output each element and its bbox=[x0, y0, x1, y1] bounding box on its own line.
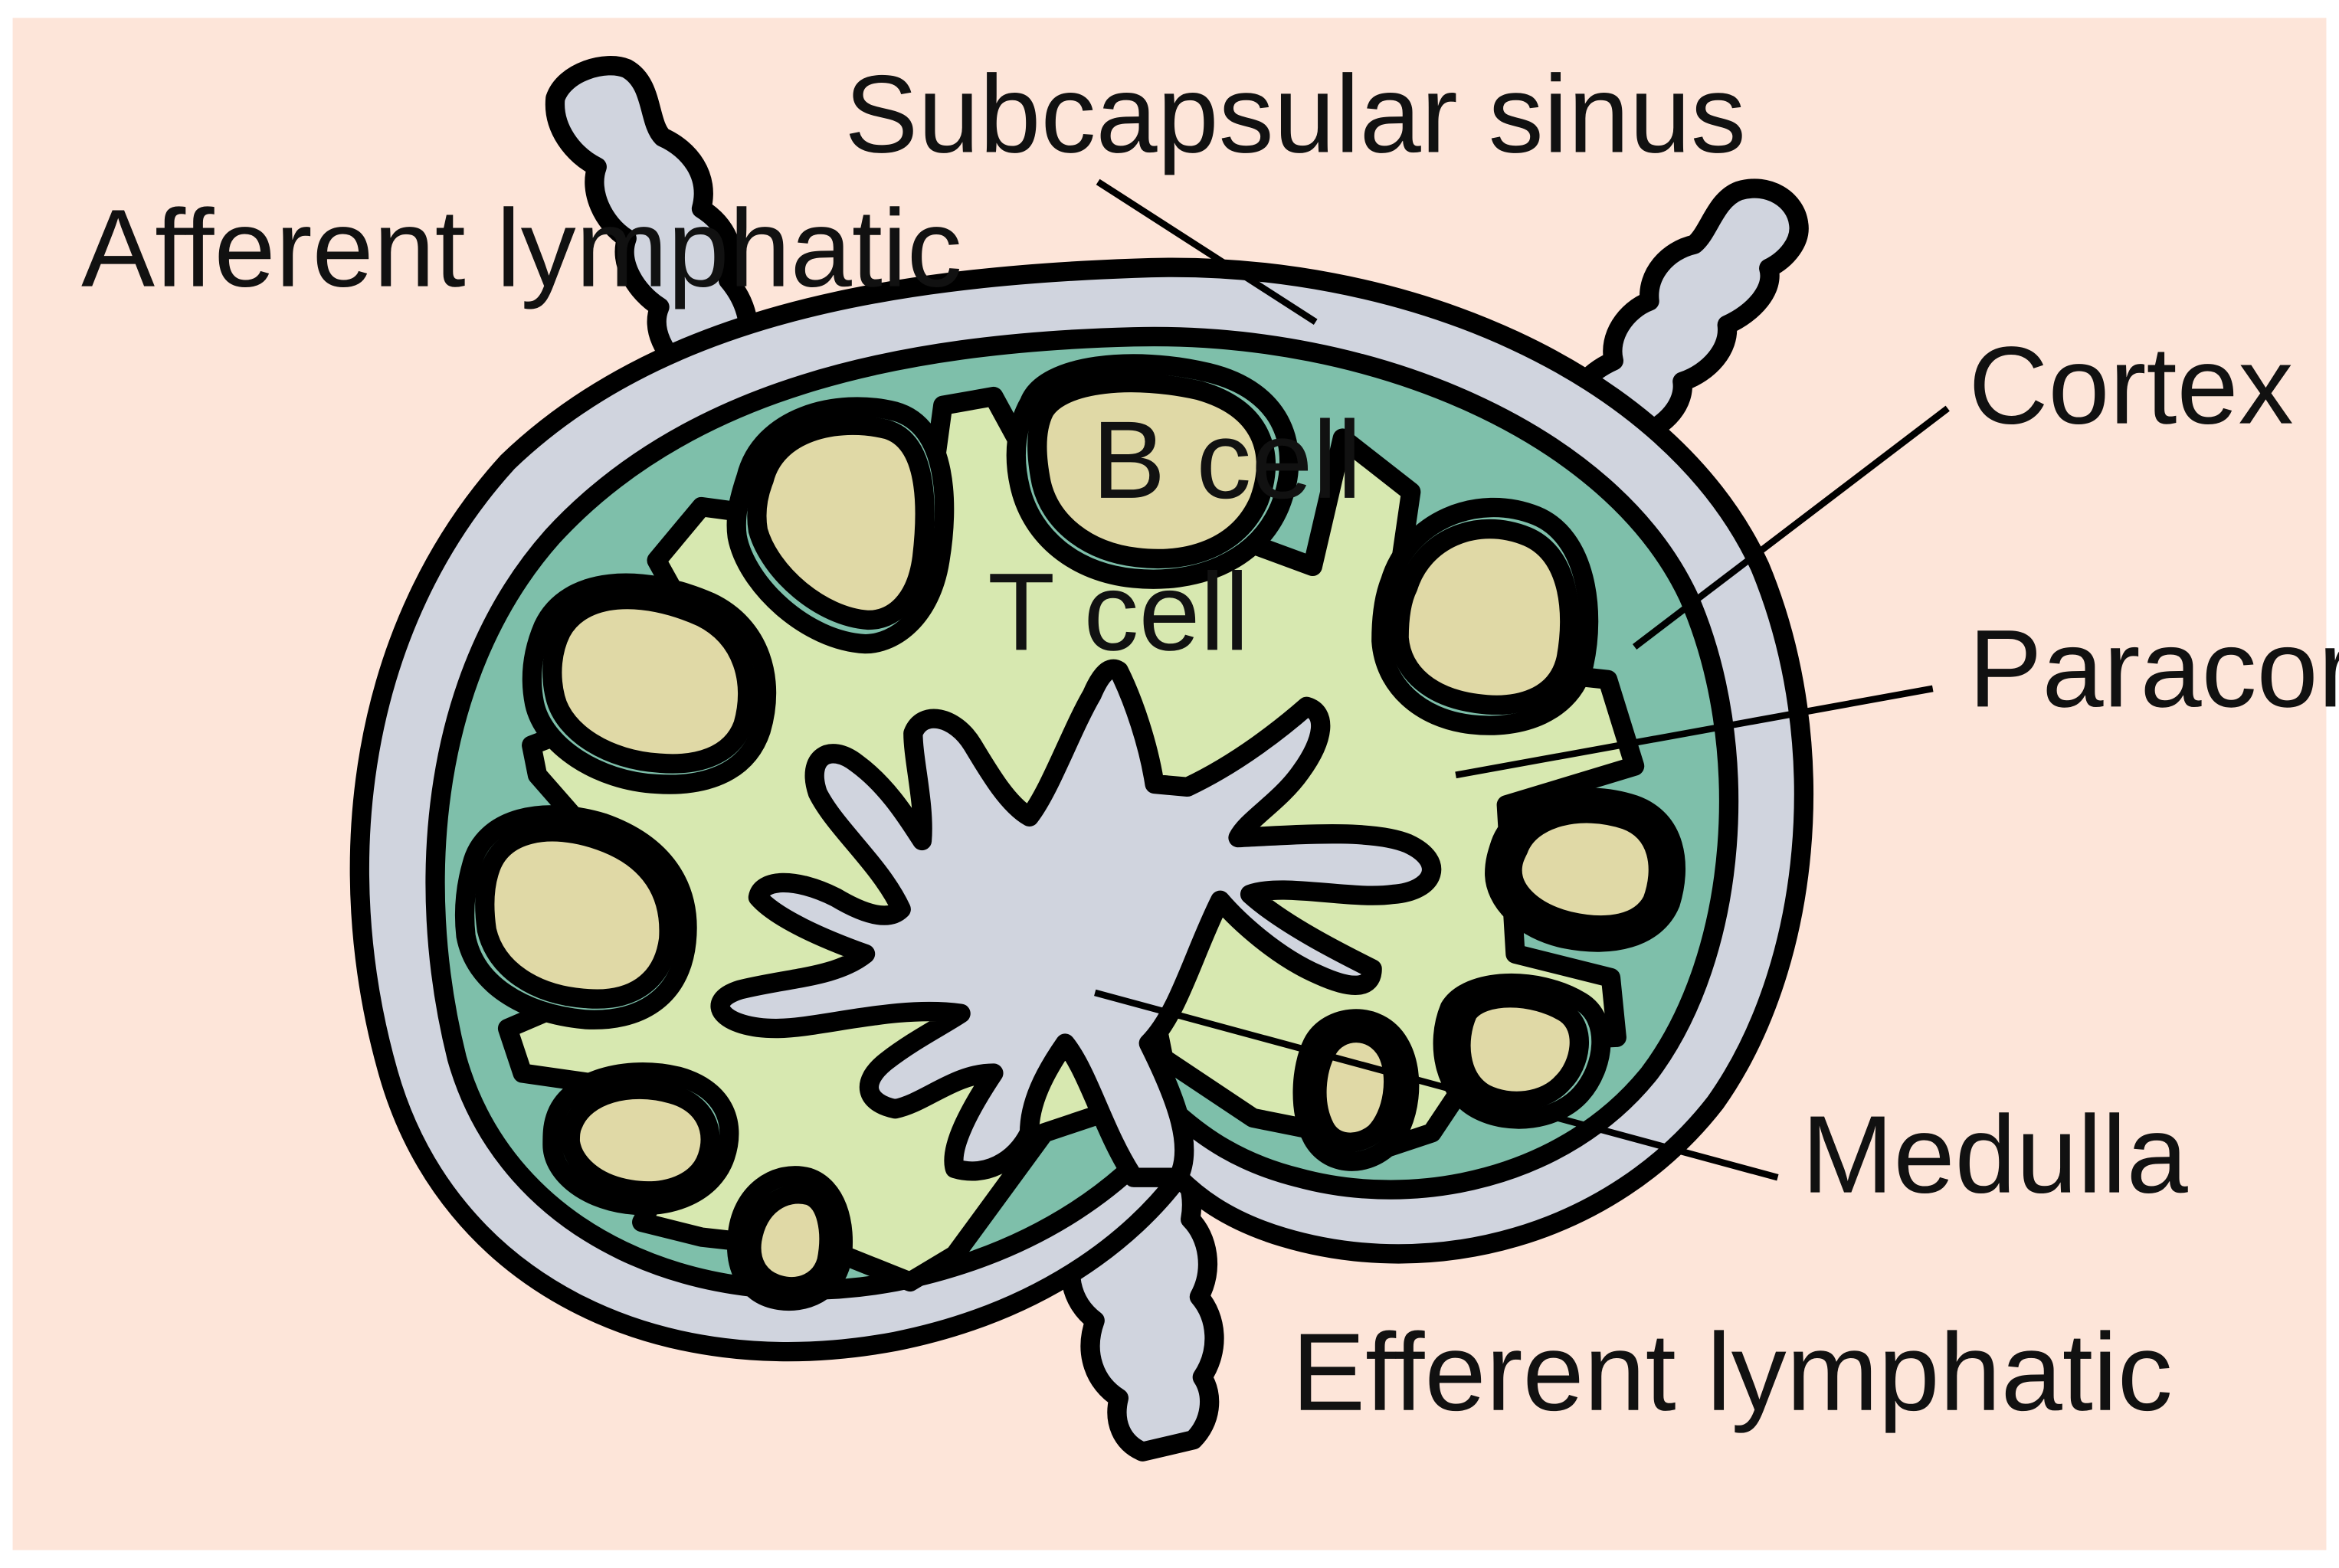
label-paracortex: Paracortex bbox=[1968, 607, 2339, 730]
follicle-left-upper bbox=[522, 573, 777, 794]
follicle-left-lower bbox=[542, 1062, 739, 1216]
follicle-top-center bbox=[1006, 354, 1299, 589]
leader-paracortex bbox=[1455, 685, 1934, 779]
follicle-left-middle bbox=[454, 805, 697, 1030]
label-afferent-lymphatic: Afferent lymphatic bbox=[81, 187, 962, 310]
follicle-bottom-left bbox=[726, 1166, 853, 1311]
follicle-top-left bbox=[726, 397, 955, 654]
b-cell-follicles bbox=[454, 354, 1686, 1311]
label-t-cell: T cell bbox=[988, 550, 1249, 673]
label-cortex: Cortex bbox=[1968, 324, 2293, 447]
follicle-right-middle bbox=[1485, 787, 1686, 952]
label-b-cell: B cell bbox=[1092, 398, 1361, 522]
afferent-lymphatic-vessel-left bbox=[545, 56, 758, 385]
follicle-bottom-center bbox=[1292, 1009, 1420, 1171]
leader-medulla bbox=[1094, 989, 1779, 1181]
follicle-right-upper bbox=[1371, 497, 1599, 735]
follicle-bottom-right bbox=[1433, 973, 1611, 1129]
leader-cortex bbox=[1632, 405, 1950, 650]
label-efferent-lymphatic: Efferent lymphatic bbox=[1292, 1311, 2173, 1434]
label-medulla: Medulla bbox=[1802, 1093, 2189, 1216]
medulla-region bbox=[710, 659, 1442, 1187]
label-subcapsular-sinus: Subcapsular sinus bbox=[844, 52, 1746, 175]
leader-subcapsular-sinus bbox=[1096, 178, 1318, 325]
